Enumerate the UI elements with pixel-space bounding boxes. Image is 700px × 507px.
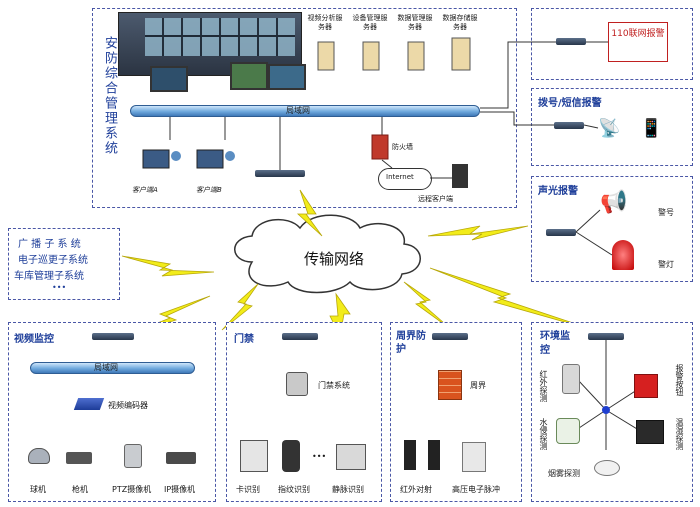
client-b-label: 客户端B <box>196 186 222 194</box>
siren-horn-icon: 📢 <box>600 190 628 215</box>
side-system-1: 电子巡更子系统 <box>18 255 88 266</box>
siren-label: 警号 <box>658 208 674 217</box>
perimeter-panel <box>390 322 522 502</box>
perimeter-title: 周界防护 <box>396 330 426 356</box>
lock-icon <box>286 372 308 396</box>
electric-fence-icon <box>462 442 486 472</box>
infrared-detector-icon <box>562 364 580 394</box>
alarm-110-box: 110联网报警 <box>608 22 668 62</box>
env-sensor-4: 烟雾探测 <box>548 469 580 478</box>
sms-alarm-title: 拨号/短信报警 <box>538 98 602 109</box>
warning-light-icon <box>612 240 634 270</box>
access-switch <box>282 333 318 340</box>
env-sensor-2: 报警按钮 <box>675 364 684 396</box>
side-systems-more: ••• <box>52 283 67 292</box>
transmission-label: 传输网络 <box>304 250 365 268</box>
server-label-2: 数据管理服务器 <box>397 14 433 31</box>
transmission-cloud <box>234 214 421 294</box>
access-control-title: 门禁 <box>234 334 254 345</box>
env-sensor-0: 红外探测 <box>539 370 548 402</box>
perimeter-device-0: 红外对射 <box>400 485 432 494</box>
lan-bus-video <box>30 362 195 374</box>
network-switch-top <box>255 170 305 177</box>
sound-light-alarm-switch <box>546 229 576 236</box>
access-ellipsis: ••• <box>312 452 327 461</box>
access-device-0: 卡识别 <box>236 485 260 494</box>
access-device-2: 静脉识别 <box>332 485 364 494</box>
video-encoder-label: 视频编码器 <box>108 401 148 410</box>
server-label-0: 视频分析服务器 <box>307 14 343 31</box>
infrared-beam-icon <box>404 440 416 470</box>
bullet-camera-icon <box>66 452 92 464</box>
ip-camera-icon <box>166 452 196 464</box>
fingerprint-reader-icon <box>282 440 300 472</box>
firewall-label: 防火墙 <box>392 143 413 151</box>
sound-light-alarm-title: 声光报警 <box>538 186 578 197</box>
internet-cloud <box>378 168 432 190</box>
server-label-3: 数据存储服务器 <box>442 14 478 31</box>
video-monitoring-panel <box>8 322 216 502</box>
smoke-detector-icon <box>594 460 620 476</box>
access-system-label: 门禁系统 <box>318 381 350 390</box>
server-group: 视频分析服务器 设备管理服务器 数据管理服务器 数据存储服务器 <box>305 14 495 84</box>
lan-bus-video-label: 局域网 <box>94 363 118 372</box>
security-system-title: 安防综合管理系统 <box>102 36 117 156</box>
server-label-1: 设备管理服务器 <box>352 14 388 31</box>
video-switch <box>92 333 134 340</box>
ptz-camera-icon <box>124 444 142 468</box>
monitor-workstations-image <box>150 62 310 94</box>
camera-label-1: 枪机 <box>72 485 88 494</box>
antenna-icon: 📡 <box>598 118 621 139</box>
perimeter-switch <box>432 333 468 340</box>
environment-title: 环境监控 <box>540 330 570 358</box>
remote-client-label: 远程客户端 <box>418 195 453 203</box>
access-control-panel <box>226 322 382 502</box>
perimeter-wall-icon <box>438 370 462 400</box>
env-sensor-3: 温湿探测 <box>675 418 684 450</box>
environment-title-text: 环境监控 <box>540 331 570 356</box>
alarm-110-switch <box>556 38 586 45</box>
warning-light-label: 警灯 <box>658 260 674 269</box>
perimeter-label: 周界 <box>470 381 486 390</box>
video-monitoring-title: 视频监控 <box>14 334 54 345</box>
lan-bus-top-label: 局域网 <box>286 106 310 115</box>
dome-camera-icon <box>28 448 50 464</box>
perimeter-device-1: 高压电子脉冲 <box>452 485 500 494</box>
side-system-2: 车库管理子系统 <box>14 271 84 282</box>
water-detector-icon <box>556 418 580 444</box>
camera-label-0: 球机 <box>30 485 46 494</box>
card-reader-icon <box>240 440 268 472</box>
client-a-label: 客户端A <box>132 186 158 194</box>
side-system-0: 广 播 子 系 统 <box>18 239 81 250</box>
perimeter-title-text: 周界防护 <box>396 331 426 355</box>
env-sensor-1: 水侵探测 <box>539 418 548 450</box>
access-device-1: 指纹识别 <box>278 485 310 494</box>
internet-label: Internet <box>386 173 414 181</box>
environment-switch <box>588 333 624 340</box>
infrared-beam-icon-2 <box>428 440 440 470</box>
camera-label-3: IP摄像机 <box>164 485 196 494</box>
lan-bus-top <box>130 105 480 117</box>
side-systems-panel <box>8 228 120 300</box>
alarm-110-label: 110联网报警 <box>611 29 665 39</box>
camera-label-2: PTZ摄像机 <box>112 485 152 494</box>
temp-humidity-icon <box>636 420 664 444</box>
sms-alarm-switch <box>554 122 584 129</box>
mobile-phone-icon: 📱 <box>640 118 663 139</box>
vein-reader-icon <box>336 444 366 470</box>
alarm-button-icon <box>634 374 658 398</box>
